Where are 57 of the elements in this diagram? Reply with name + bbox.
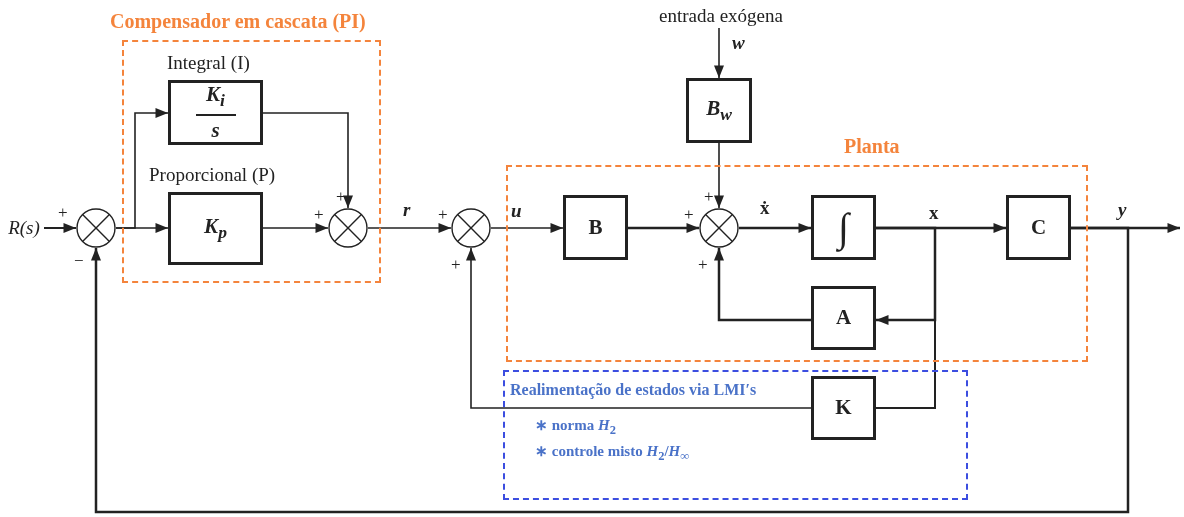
fraction-denominator: s	[211, 118, 220, 142]
sign-label: +	[451, 256, 461, 273]
arrow	[466, 247, 812, 409]
signal-label: x	[929, 203, 939, 222]
sign-label: +	[698, 256, 708, 273]
arrow	[91, 226, 1130, 514]
sign-label: +	[314, 206, 324, 223]
arrow	[43, 223, 77, 233]
block-symbol: K	[835, 396, 852, 420]
arrow	[714, 27, 724, 79]
arrow	[262, 112, 353, 209]
arrow	[115, 223, 169, 233]
sign-label: +	[438, 206, 448, 223]
block-symbol: K$_{p}$	[204, 214, 227, 243]
summing-junction	[76, 208, 116, 248]
dashed-group-frame	[503, 370, 968, 500]
sign-label: −	[74, 252, 84, 269]
arrow	[367, 223, 452, 233]
connector-line	[875, 227, 936, 409]
bullet-note: ∗ norma H$_{2}$	[535, 416, 616, 438]
signal-label: r	[403, 200, 411, 219]
summing-junction	[328, 208, 368, 248]
fraction-numerator: K$_{i}$	[206, 83, 225, 111]
summing-junction	[699, 208, 739, 248]
block-symbol: B$_{w}$	[706, 96, 732, 125]
gain-block	[563, 195, 628, 260]
block-symbol: C	[1030, 215, 1047, 240]
block-label: Proporcional (P)	[149, 164, 276, 186]
gain-block	[811, 286, 876, 350]
gain-block	[811, 376, 876, 440]
input-label: R(s)	[4, 216, 44, 240]
block-symbol: B	[588, 215, 603, 240]
arrow	[739, 223, 811, 233]
gain-block	[1006, 195, 1071, 260]
summing-junction	[451, 208, 491, 248]
arrow	[490, 223, 564, 233]
sign-label: +	[58, 204, 68, 221]
integrator-block	[811, 195, 876, 260]
input-label: entrada exógena	[646, 4, 796, 28]
bullet-note: ∗ controle misto H$_{2}$/H$_{∞}$	[535, 442, 690, 464]
group-title: Planta	[844, 135, 900, 158]
integral-symbol: ∫	[838, 205, 849, 250]
arrow	[714, 142, 724, 209]
block-label: Integral (I)	[167, 52, 250, 74]
sign-label: +	[704, 188, 714, 205]
signal-label: y	[1118, 200, 1127, 219]
group-title: Compensador em cascata (PI)	[110, 10, 366, 33]
signal-label: ẋ	[760, 198, 770, 217]
arrow	[262, 223, 329, 233]
signal-label: w	[732, 33, 745, 52]
sign-label: +	[684, 206, 694, 223]
block-symbol: A	[835, 306, 852, 330]
group-title: Realimentação de estados via LMI′s	[510, 381, 757, 399]
arrow	[628, 223, 699, 233]
arrow	[714, 248, 811, 322]
signal-label: u	[511, 201, 522, 220]
gain-block	[686, 78, 752, 143]
